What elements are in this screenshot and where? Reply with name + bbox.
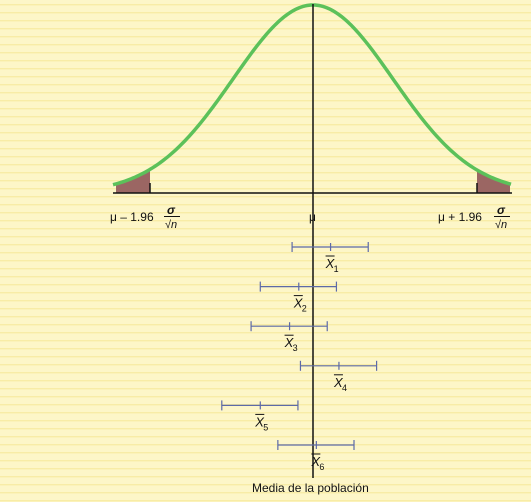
population-mean-caption: Media de la población: [252, 481, 369, 495]
mu-label: μ: [309, 210, 316, 224]
right-bound-text: μ + 1.96: [438, 210, 482, 224]
sample-mean-label: X: [310, 454, 321, 469]
sigma-symbol: σ: [497, 203, 506, 217]
sample-mean-subscript: 1: [334, 264, 339, 274]
normal-curve: [112, 3, 512, 187]
sample-mean-subscript: 4: [342, 383, 347, 393]
left-bound-text: μ – 1.96: [110, 210, 154, 224]
sample-mean-label: X: [325, 256, 336, 271]
sample-mean-label: X: [333, 375, 344, 390]
sample-mean-label: X: [293, 296, 304, 311]
sqrt-n-symbol: √n: [495, 219, 507, 231]
background-stripes: [0, 4, 531, 502]
sample-mean-subscript: 2: [302, 304, 307, 314]
sample-mean-subscript: 3: [293, 343, 298, 353]
left-bound-label: μ – 1.96 σ √n: [110, 203, 180, 231]
sigma-symbol: σ: [167, 203, 176, 217]
sample-mean-subscript: 5: [263, 422, 268, 432]
sample-mean-label: X: [254, 414, 265, 429]
sample-mean-subscript: 6: [319, 462, 324, 472]
sample-mean-label: X: [284, 335, 295, 350]
right-bound-label: μ + 1.96 σ √n: [438, 203, 510, 231]
sqrt-n-symbol: √n: [165, 219, 177, 231]
